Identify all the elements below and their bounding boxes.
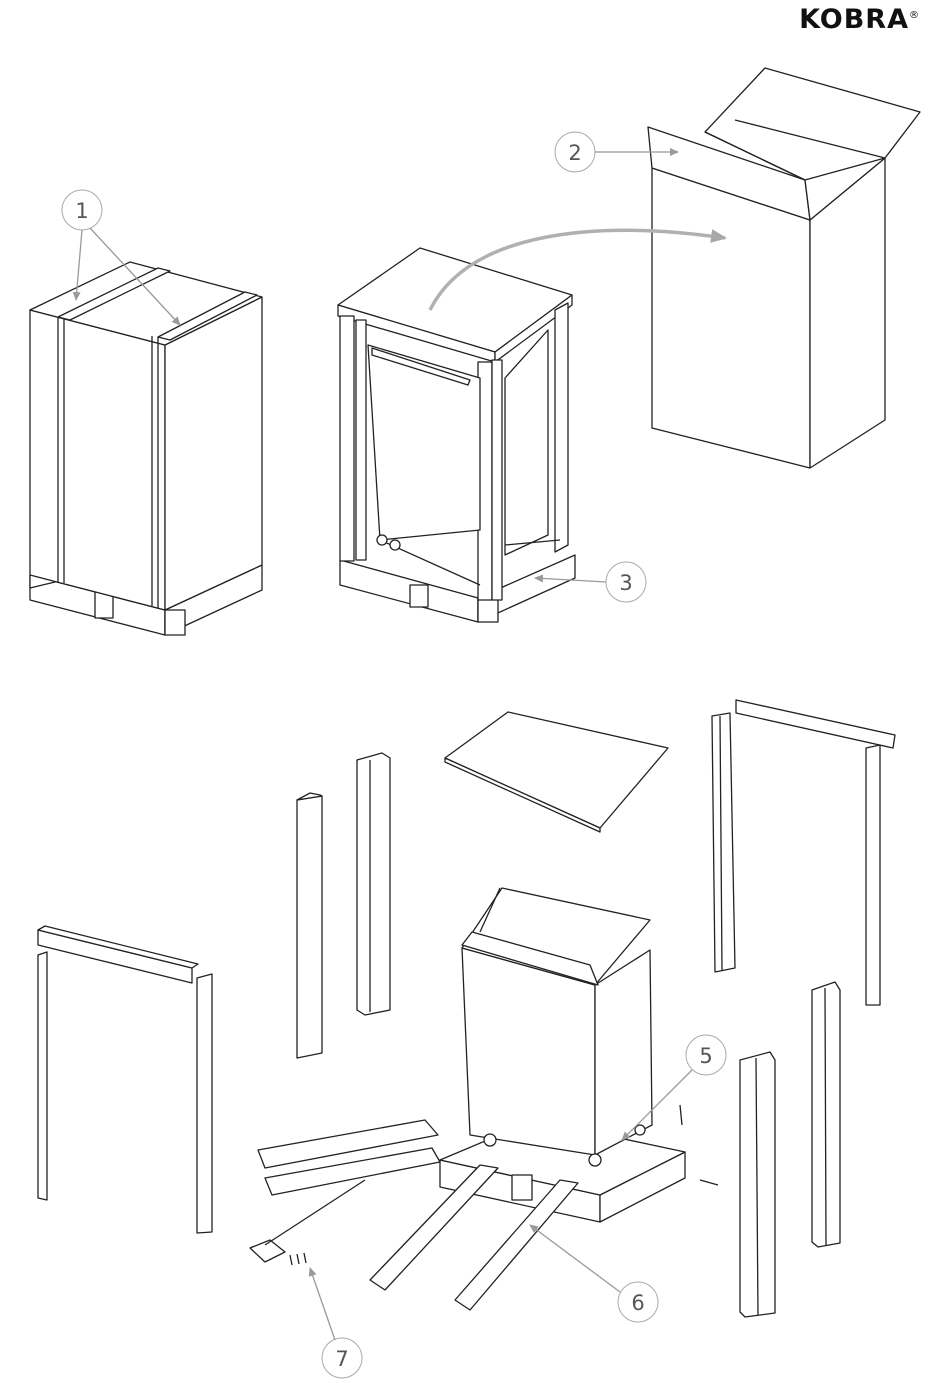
packed-box: [30, 262, 262, 635]
callout-6: 6: [530, 1225, 658, 1322]
middle-posts: [297, 753, 390, 1058]
svg-text:1: 1: [75, 199, 88, 223]
framed-machine: [338, 248, 575, 622]
svg-text:2: 2: [568, 141, 581, 165]
cardboard-box: [648, 68, 920, 468]
svg-text:7: 7: [335, 1347, 348, 1371]
left-frame-parts: [38, 926, 212, 1233]
svg-text:3: 3: [619, 571, 632, 595]
bracket-with-screws: [250, 1180, 365, 1265]
box-side-face: [165, 297, 262, 610]
svg-text:5: 5: [699, 1044, 712, 1068]
frame-top-board: [338, 248, 572, 352]
box-front-face: [30, 310, 165, 610]
callout-7: 7: [310, 1268, 362, 1378]
svg-text:6: 6: [631, 1291, 644, 1315]
carton-front: [652, 168, 810, 468]
right-frame-parts: [712, 700, 895, 1317]
